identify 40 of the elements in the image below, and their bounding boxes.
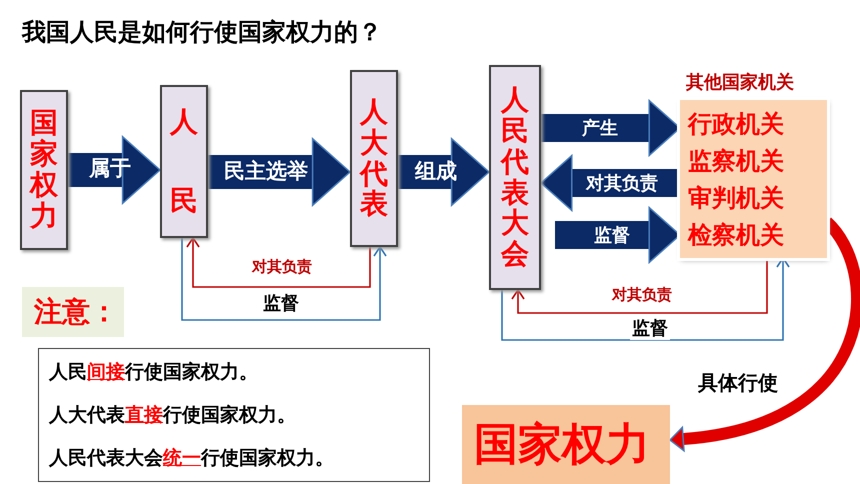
note-heading-box [22, 287, 124, 337]
edge-label: 对其负责 [586, 172, 658, 195]
vertical-label-box [489, 65, 541, 290]
bracket-arrow [511, 258, 768, 314]
edge-label: 属于 [89, 155, 131, 182]
edge-label: 对其负责 [610, 286, 674, 304]
organ-label: 监察机关 [688, 146, 784, 177]
title: 我国人民是如何行使国家权力的？ [22, 17, 382, 48]
vertical-label-box [350, 70, 398, 247]
vertical-label: 国家权力 [30, 108, 58, 232]
block-arrow [208, 138, 351, 206]
bracket-arrow [186, 237, 371, 288]
note-box [38, 348, 430, 482]
edge-label: 组成 [415, 158, 457, 185]
organ-label: 审判机关 [688, 183, 784, 214]
note-sentence: 人民代表大会统一行使国家权力。 [49, 446, 334, 471]
note-sentence: 人民间接行使国家权力。 [49, 360, 258, 385]
block-arrow [68, 136, 161, 204]
edge-label: 监督 [594, 224, 630, 247]
edge-label: 监督 [630, 316, 670, 340]
block-arrow [398, 138, 490, 206]
block-arrow [540, 154, 680, 212]
bracket-arrow [181, 238, 387, 321]
vertical-label-box [160, 85, 208, 238]
vertical-label-box [20, 90, 68, 250]
organ-label: 行政机关 [688, 109, 784, 140]
edge-label: 产生 [582, 117, 618, 140]
result-box [462, 405, 670, 484]
vertical-label: 人大代表 [360, 96, 388, 220]
note-heading: 注意： [34, 294, 118, 330]
group-heading: 其他国家机关 [686, 71, 794, 94]
vertical-label: 人民代表大会 [501, 85, 529, 270]
edge-label: 民主选举 [224, 158, 308, 185]
result-label: 国家权力 [474, 418, 650, 472]
note-sentence: 人大代表直接行使国家权力。 [49, 403, 296, 428]
curved-arrow [669, 218, 860, 452]
edge-label: 对其负责 [250, 258, 314, 276]
edge-label: 监督 [261, 291, 301, 315]
vertical-label: 人民 [170, 104, 198, 218]
organ-label: 检察机关 [688, 220, 784, 251]
